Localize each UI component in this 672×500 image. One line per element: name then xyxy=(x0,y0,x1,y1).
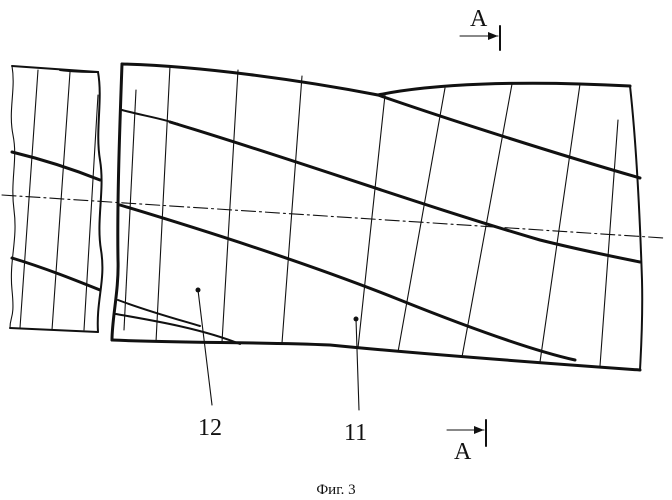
callout-11: 11 xyxy=(344,420,367,446)
generator-line xyxy=(156,66,170,342)
leader-line-12 xyxy=(198,290,212,405)
helix-groove-line xyxy=(122,110,178,124)
axis-center-line xyxy=(2,195,664,238)
generator-line xyxy=(222,70,238,342)
helix-groove-line xyxy=(170,122,640,262)
arrow-head-icon xyxy=(488,32,498,40)
left-grid-line xyxy=(52,72,70,330)
section-label-top: А xyxy=(470,6,488,32)
helix-groove-line xyxy=(378,95,640,178)
generator-line xyxy=(358,95,385,348)
generator-line xyxy=(282,76,302,343)
section-marker-top: А xyxy=(460,6,500,50)
section-marker-bottom: А xyxy=(447,420,486,465)
left-fragment-bottom-edge xyxy=(10,328,98,332)
figure-caption: Фиг. 3 xyxy=(316,482,355,498)
left-break-line xyxy=(10,66,15,328)
section-label-bottom: А xyxy=(454,439,472,465)
main-body xyxy=(112,64,642,370)
leader-line-11 xyxy=(356,319,359,410)
left-grid-line xyxy=(84,95,98,330)
callout-12: 12 xyxy=(198,415,222,441)
main-body-right-edge xyxy=(630,86,642,370)
left-helix-line xyxy=(12,152,100,180)
main-body-left-edge xyxy=(112,64,122,340)
generator-line xyxy=(600,120,618,366)
generator-line xyxy=(540,84,580,362)
left-grid-line xyxy=(20,70,38,328)
arrow-head-icon xyxy=(474,426,484,434)
main-body-top-edge xyxy=(122,64,630,95)
generator-line xyxy=(398,88,445,352)
